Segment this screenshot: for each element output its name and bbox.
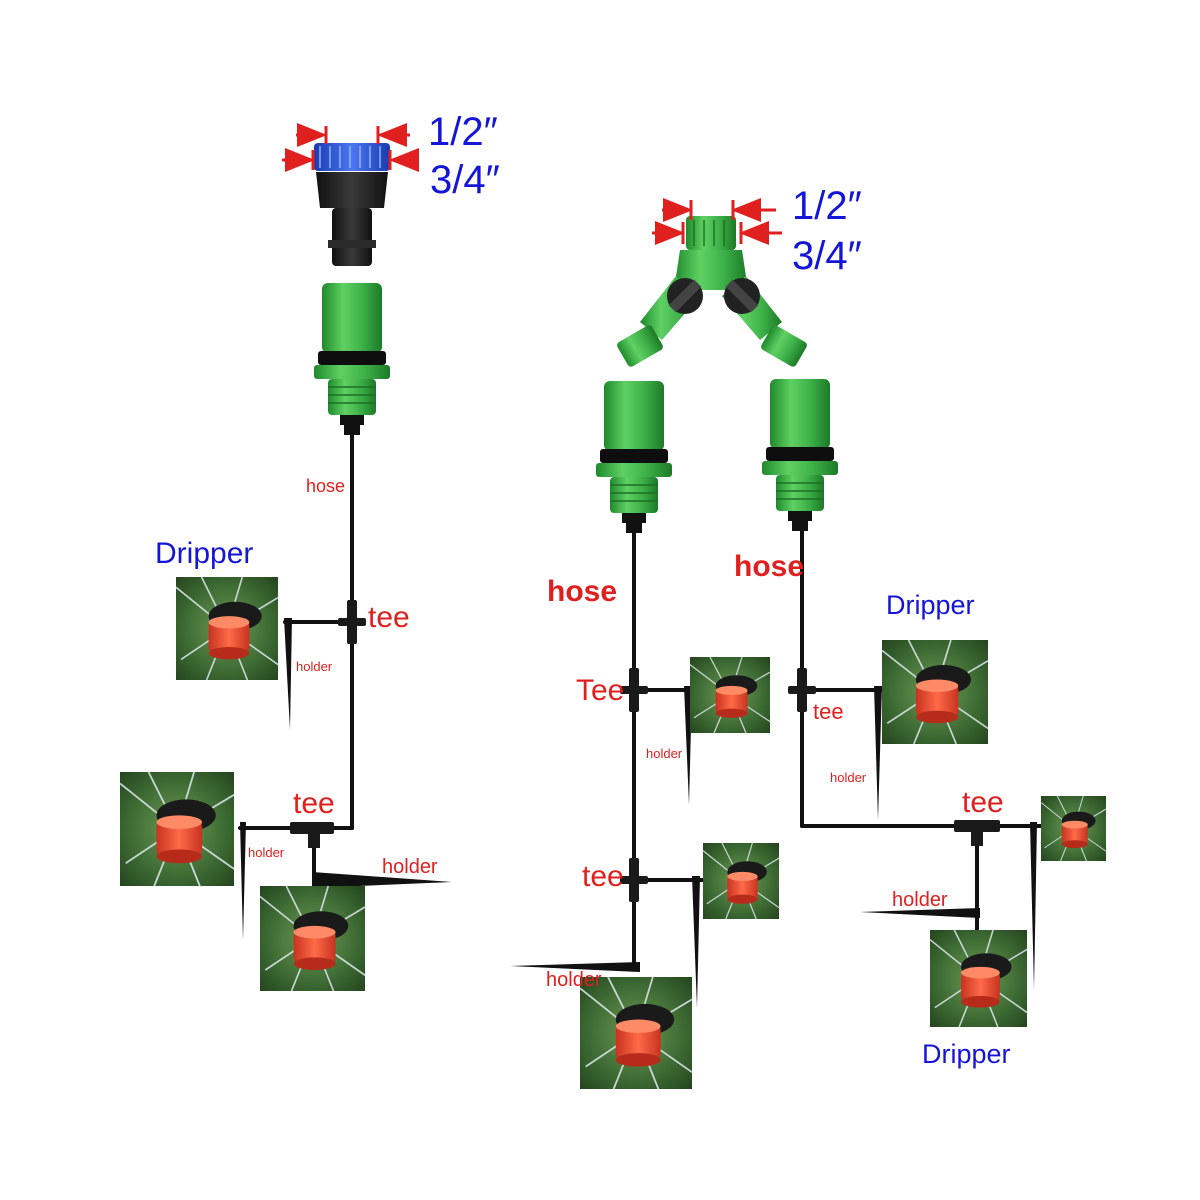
holder-stake-icon: [510, 686, 1037, 1008]
size-label-three-quarter-inch: 3/4″: [792, 234, 862, 278]
quick-connector-icon: [313, 282, 391, 436]
dripper-label: Dripper: [155, 537, 254, 570]
holder-label: holder: [892, 889, 948, 911]
dripper-photo: [119, 771, 235, 887]
quick-connector-icon: [595, 380, 673, 534]
y-splitter-icon: [617, 216, 807, 367]
holder-label: holder: [546, 969, 602, 991]
holder-label: holder: [382, 856, 438, 878]
right-kit: [510, 198, 1107, 1090]
holder-label: holder: [248, 845, 285, 860]
tee-label: Tee: [576, 674, 625, 707]
tee-icon: [620, 858, 648, 902]
dripper-photo: [259, 885, 366, 992]
quick-connector-icon: [761, 378, 839, 532]
holder-label: holder: [296, 659, 333, 674]
size-arrows: [652, 198, 782, 245]
tee-icon: [954, 820, 1000, 846]
left-kit: [119, 123, 452, 992]
tee-icon: [290, 822, 334, 848]
dripper-photo: [1040, 795, 1107, 862]
dripper-photo: [689, 656, 771, 734]
size-label-half-inch: 1/2″: [792, 184, 862, 228]
hose-label: hose: [547, 575, 618, 608]
tee-label: tee: [368, 601, 410, 634]
size-label-half-inch: 1/2″: [428, 110, 498, 154]
hose-label: hose: [306, 476, 346, 496]
hose-label: hose: [734, 550, 805, 583]
dripper-label: Dripper: [886, 590, 975, 620]
holder-label: holder: [830, 770, 867, 785]
dripper-photo: [579, 976, 693, 1090]
dripper-photo: [175, 576, 279, 681]
tee-label: tee: [582, 860, 624, 893]
size-arrows: [282, 123, 419, 172]
dripper-photo: [929, 929, 1028, 1028]
holder-label: holder: [646, 746, 683, 761]
tee-label: tee: [962, 786, 1004, 819]
holder-stake-icon: [240, 618, 452, 940]
dripper-photo: [702, 842, 780, 920]
tap-adapter-icon: [314, 143, 390, 266]
tee-label: tee: [293, 787, 335, 820]
tee-icon: [788, 668, 816, 712]
dripper-label: Dripper: [922, 1039, 1011, 1069]
dripper-photo: [881, 639, 989, 745]
tee-label: tee: [813, 699, 844, 724]
size-label-three-quarter-inch: 3/4″: [430, 158, 500, 202]
tee-icon: [338, 600, 366, 644]
